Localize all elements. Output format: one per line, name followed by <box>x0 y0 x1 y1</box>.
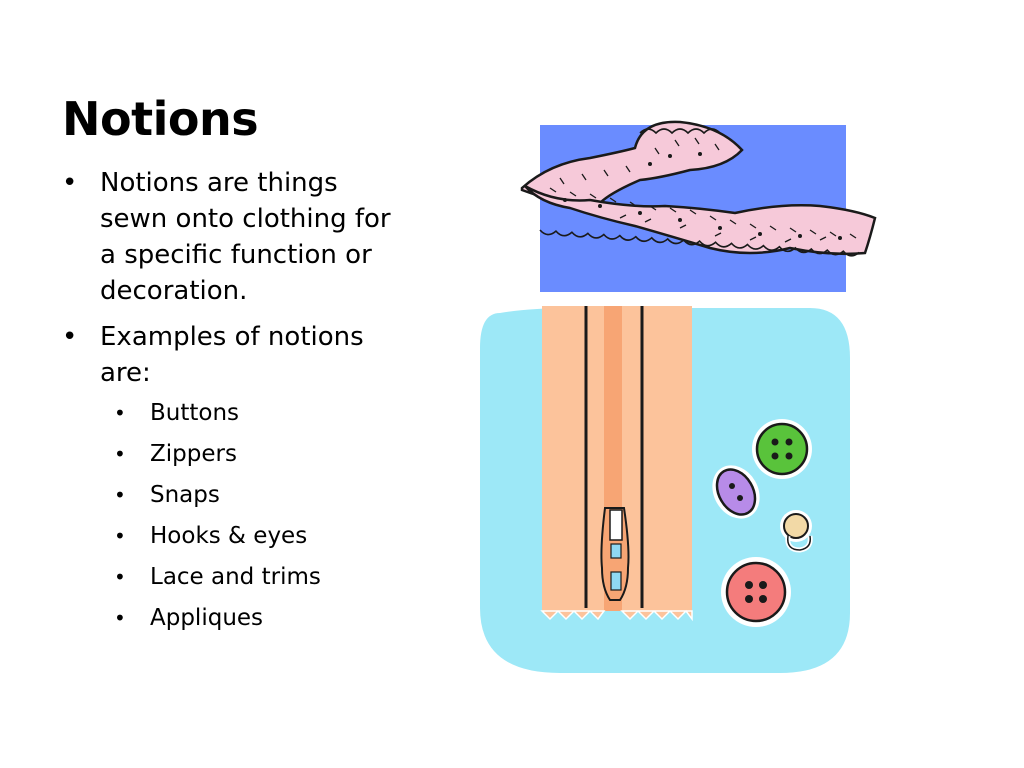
sub-bullet-list: Buttons Zippers Snaps Hooks & eyes Lace … <box>100 397 402 635</box>
notions-illustration <box>480 120 877 673</box>
sub-bullet-item: Zippers <box>100 438 402 471</box>
slide-title: Notions <box>62 92 259 146</box>
lace-trim-icon <box>520 120 877 292</box>
bullet-text: Notions are things sewn onto clothing fo… <box>100 168 391 306</box>
sub-bullet-item: Hooks & eyes <box>100 520 402 553</box>
bullet-list: Notions are things sewn onto clothing fo… <box>62 165 402 645</box>
sub-bullet-item: Snaps <box>100 479 402 512</box>
zipper-and-buttons-icon <box>480 306 850 673</box>
sub-bullet-item: Appliques <box>100 602 402 635</box>
sub-bullet-item: Buttons <box>100 397 402 430</box>
bullet-item: Examples of notions are: Buttons Zippers… <box>62 319 402 635</box>
bullet-text: Examples of notions are: <box>100 322 364 388</box>
bullet-item: Notions are things sewn onto clothing fo… <box>62 165 402 309</box>
sub-bullet-item: Lace and trims <box>100 561 402 594</box>
